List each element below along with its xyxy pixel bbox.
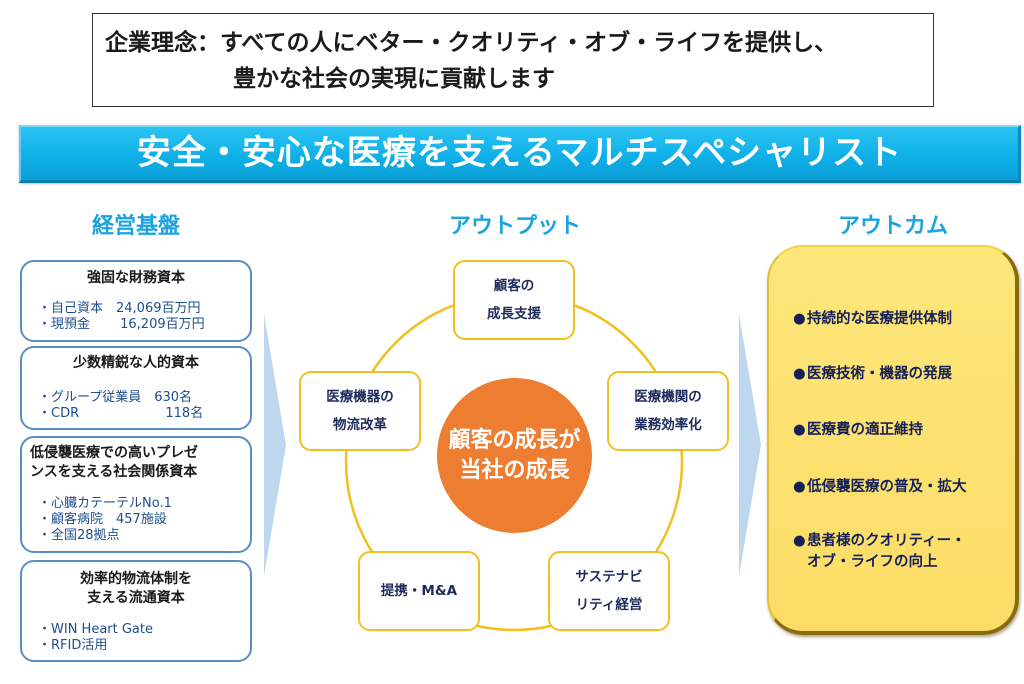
capital-box-distribution: 効率的物流体制を 支える流通資本 ・WIN Heart Gate ・RFID活用 [20,560,252,662]
capital-item: ・CDR 118名 [38,406,204,421]
chevron-right-icon [264,314,286,576]
capital-item: ・現預金 16,209百万円 [38,317,205,332]
outcome-item: ●持続的な医療提供体制 [793,309,952,330]
capital-title-line: 少数精鋭な人的資本 [73,355,199,371]
capital-item: ・グループ従業員 630名 [38,390,193,405]
outcome-text: オブ・ライフの向上 [807,554,938,570]
output-box-alliance-ma: 提携・M&A [358,551,480,631]
outcome-text: 低侵襲医療の普及・拡大 [807,479,967,495]
capital-title-line: 強固な財務資本 [87,270,185,286]
outcome-text: 持続的な医療提供体制 [807,311,952,327]
bullet-icon: ● [793,479,806,495]
bullet-icon: ● [793,311,806,327]
capital-box-social: 低侵襲医療での高いプレゼ ンスを支える社会関係資本 ・心臓カテーテルNo.1 ・… [20,436,252,553]
capital-title-line: 低侵襲医療での高いプレゼ [30,445,198,461]
capital-items: ・自己資本 24,069百万円 ・現預金 16,209百万円 [38,301,250,333]
capital-title-line: ンスを支える社会関係資本 [30,464,198,480]
chevron-right-icon [739,314,761,576]
capital-items: ・WIN Heart Gate ・RFID活用 [38,622,250,654]
bullet-icon: ● [793,366,806,382]
capital-title: 強固な財務資本 [22,269,250,288]
capital-item: ・RFID活用 [38,638,108,653]
capital-title-line: 支える流通資本 [87,590,185,606]
output-line: 医療機器の [326,389,394,405]
headline-banner: 安全・安心な医療を支えるマルチスペシャリスト [19,125,1021,183]
outcome-text: 医療費の適正維持 [807,422,923,438]
output-line: リティ経営 [575,597,643,613]
capital-item: ・自己資本 24,069百万円 [38,301,201,316]
capital-box-human: 少数精鋭な人的資本 ・グループ従業員 630名 ・CDR 118名 [20,346,252,430]
output-box-logistics-reform: 医療機器の 物流改革 [299,371,421,451]
output-box-customer-growth: 顧客の 成長支援 [453,260,575,340]
foundation-title: 経営基盤 [91,214,180,239]
output-line: サステナビ [575,569,643,585]
output-box-sustainability: サステナビ リティ経営 [548,551,670,631]
outcome-box: ●持続的な医療提供体制 ●医療技術・機器の発展 ●医療費の適正維持 ●低侵襲医療… [767,245,1019,635]
outcome-item: ●医療費の適正維持 [793,420,923,441]
output-line: 成長支援 [487,306,541,322]
outcome-text: 医療技術・機器の発展 [807,366,952,382]
bullet-icon: ● [793,533,806,549]
outcome-item: ●患者様のクオリティー・ オブ・ライフの向上 [793,531,966,573]
output-line: 物流改革 [333,417,387,433]
capital-item: ・全国28拠点 [38,528,120,543]
corporate-philosophy-box: 企業理念：すべての人にベター・クオリティ・オブ・ライフを提供し、 豊かな社会の実… [92,13,934,107]
center-line-1: 顧客の成長が [448,427,581,453]
capital-item: ・顧客病院 457施設 [38,512,167,527]
capital-title-line: 効率的物流体制を [80,571,192,587]
outcome-title: アウトカム [837,214,948,239]
capital-item: ・WIN Heart Gate [38,622,153,637]
output-line: 顧客の [493,278,535,294]
capital-title: 効率的物流体制を 支える流通資本 [22,570,250,608]
capital-items: ・心臓カテーテルNo.1 ・顧客病院 457施設 ・全国28拠点 [38,496,250,544]
output-box-institution-efficiency: 医療機関の 業務効率化 [607,371,729,451]
capital-box-financial: 強固な財務資本 ・自己資本 24,069百万円 ・現預金 16,209百万円 [20,260,252,342]
output-line: 業務効率化 [634,417,702,433]
capital-title: 少数精鋭な人的資本 [22,354,250,373]
output-title: アウトプット [448,214,581,239]
capital-item: ・心臓カテーテルNo.1 [38,496,172,511]
output-line: 提携・M&A [380,583,458,599]
philosophy-line-2: 豊かな社会の実現に貢献します [233,66,555,92]
center-growth-circle: 顧客の成長が 当社の成長 [437,378,592,533]
outcome-text: 患者様のクオリティー・ [807,533,966,549]
center-line-2: 当社の成長 [459,457,570,483]
bullet-icon: ● [793,422,806,438]
outcome-item: ●低侵襲医療の普及・拡大 [793,477,967,498]
capital-title: 低侵襲医療での高いプレゼ ンスを支える社会関係資本 [22,444,250,482]
philosophy-line-1: 企業理念：すべての人にベター・クオリティ・オブ・ライフを提供し、 [105,30,838,56]
arrow-output-to-outcome [739,314,761,576]
capital-items: ・グループ従業員 630名 ・CDR 118名 [38,390,250,422]
arrow-foundation-to-output [264,314,286,576]
output-line: 医療機関の [634,389,702,405]
outcome-item: ●医療技術・機器の発展 [793,364,952,385]
